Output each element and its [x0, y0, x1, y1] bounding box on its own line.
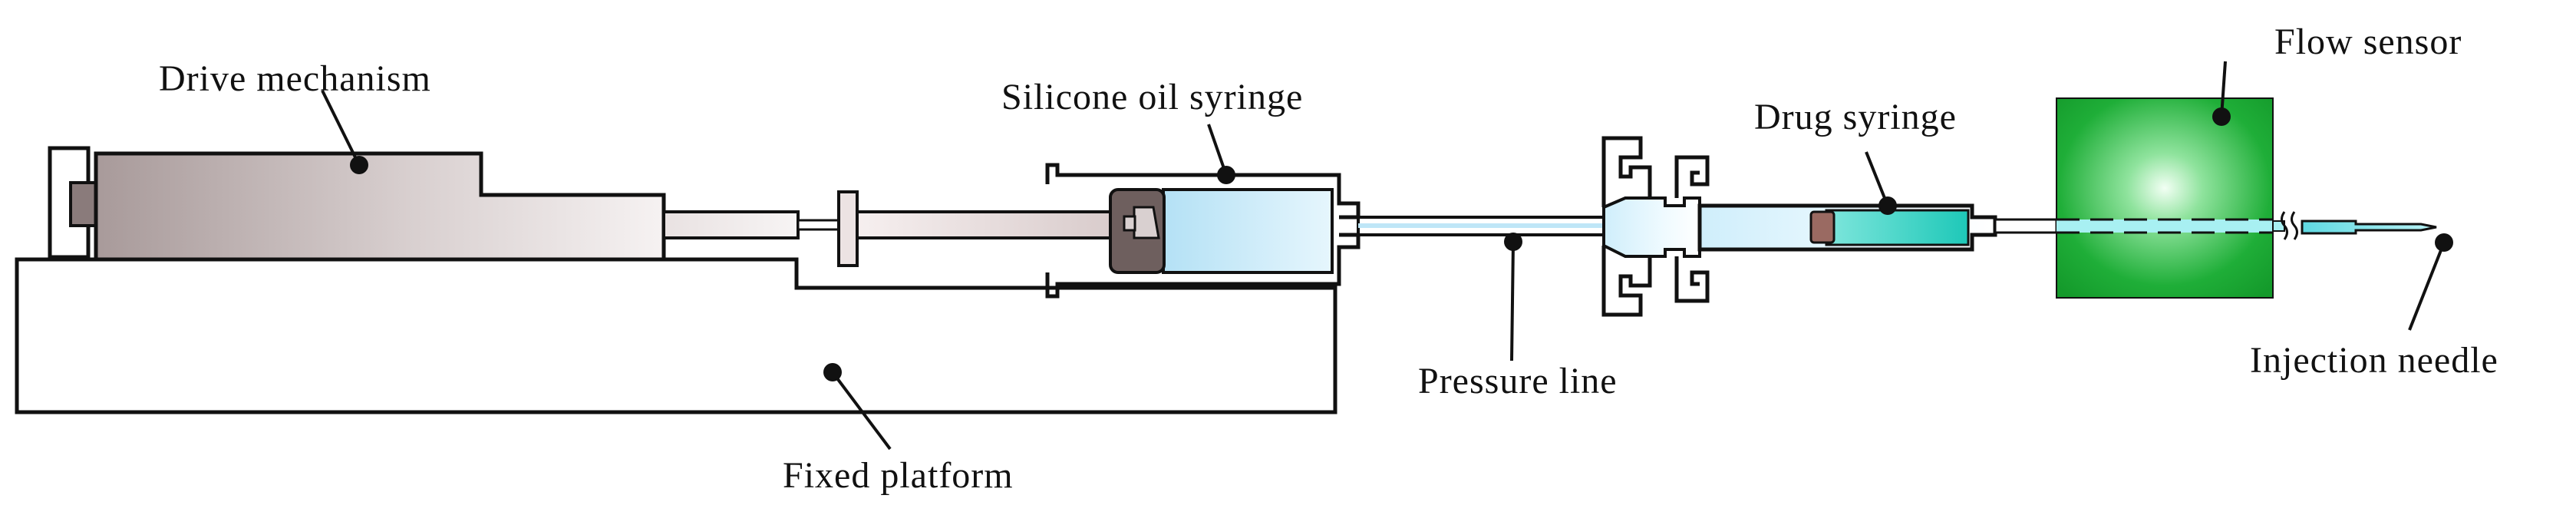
drive-coupling [69, 181, 97, 227]
label-flow-sensor: Flow sensor [2274, 21, 2462, 62]
leader-dot-icon [823, 363, 842, 381]
leader-dot-icon [2435, 233, 2453, 252]
tube-break-right [2291, 211, 2298, 240]
luer-connector [1602, 196, 1701, 258]
leader-dot-icon [1878, 196, 1897, 215]
label-fixed-platform: Fixed platform [783, 455, 1014, 496]
leader-silicone-oil-syringe [1207, 124, 1235, 184]
tube-break-left [2281, 211, 2288, 240]
drive-mechanism-body [94, 151, 666, 262]
silicone-oil-syringe-barrel [1045, 163, 1361, 299]
connector-rib-top-right [1674, 155, 1710, 198]
leader-dot-icon [1504, 233, 1522, 251]
label-drug-syringe: Drug syringe [1754, 97, 1957, 137]
drive-push-rod [662, 210, 800, 239]
sensor-inlet-tube [1994, 218, 2058, 234]
flow-sensor-channel [2057, 220, 2273, 233]
leader-fixed-platform [823, 363, 892, 451]
label-drive-mechanism: Drive mechanism [159, 58, 431, 99]
leader-dot-icon [1217, 166, 1235, 184]
leader-dot-icon [350, 156, 368, 174]
leader-dot-icon [2212, 107, 2231, 126]
drug-plunger [1809, 210, 1836, 244]
oil-piston-pin [1123, 215, 1136, 232]
leader-injection-needle [2408, 233, 2453, 331]
injection-needle [2301, 220, 2437, 235]
plunger-shaft [856, 210, 1112, 239]
drive-rod-tip [797, 219, 844, 231]
connector-rib-bottom-right [1674, 256, 1710, 303]
label-injection-needle: Injection needle [2250, 340, 2498, 381]
leader-flow-sensor [2212, 61, 2231, 126]
drug-fill [1825, 209, 1970, 246]
label-pressure-line: Pressure line [1418, 361, 1618, 401]
flow-sensor-block [2056, 97, 2274, 299]
connector-rib-bottom-left [1601, 246, 1652, 317]
plunger-flange [837, 190, 859, 267]
leader-drug-syringe [1865, 151, 1897, 215]
leader-pressure-line [1504, 233, 1522, 361]
fixed-platform [15, 257, 1337, 414]
silicone-oil-fill [1162, 188, 1334, 274]
connector-rib-top-left [1601, 136, 1652, 207]
leader-drive-mechanism [321, 90, 368, 174]
label-silicone-oil-syringe: Silicone oil syringe [1001, 77, 1303, 117]
oil-piston-seal [1133, 206, 1160, 239]
